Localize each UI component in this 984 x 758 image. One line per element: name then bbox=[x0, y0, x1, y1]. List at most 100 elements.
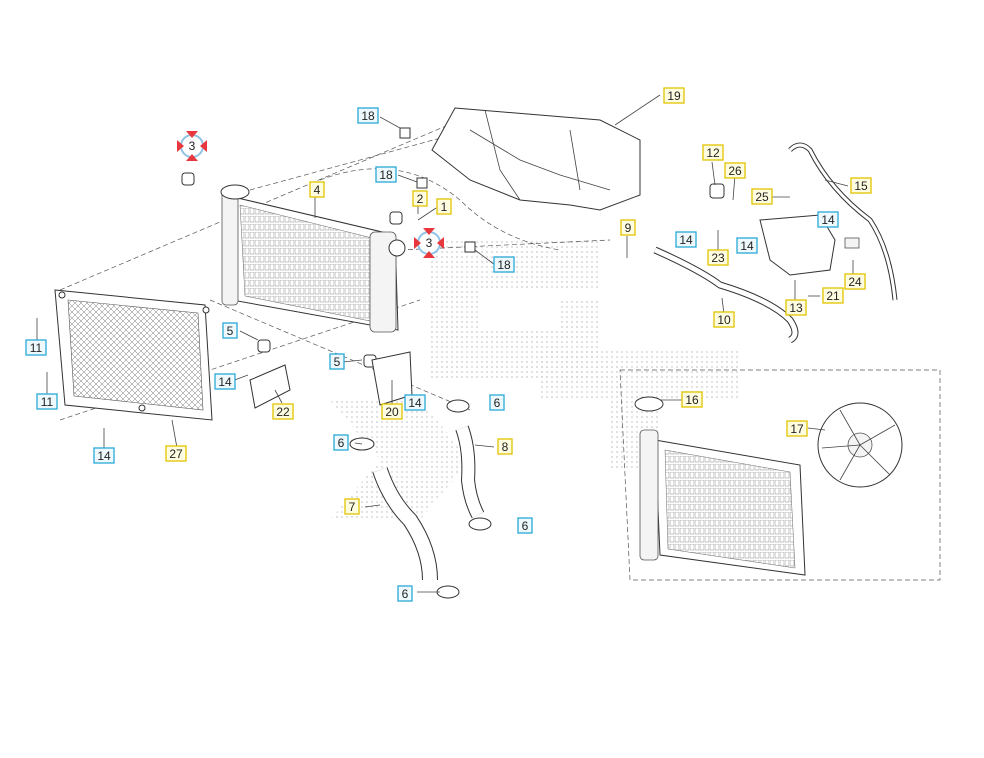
callout-yellow[interactable]: 20 bbox=[381, 403, 403, 420]
callout-box bbox=[497, 438, 513, 455]
callout-yellow[interactable]: 21 bbox=[822, 287, 844, 304]
callout-box bbox=[702, 144, 724, 161]
callout-cyan[interactable]: 14 bbox=[675, 231, 697, 248]
callout-yellow[interactable]: 19 bbox=[663, 87, 685, 104]
callout-yellow[interactable]: 2 bbox=[412, 190, 428, 207]
callout-yellow[interactable]: 9 bbox=[620, 219, 636, 236]
callout-box bbox=[93, 447, 115, 464]
hotspot-label: 3 bbox=[189, 139, 196, 153]
callout-number: 11 bbox=[41, 395, 54, 409]
callout-box bbox=[822, 287, 844, 304]
callout-box bbox=[344, 498, 360, 515]
upper-hose bbox=[455, 425, 485, 519]
callout-yellow[interactable]: 23 bbox=[707, 249, 729, 266]
callout-number: 21 bbox=[826, 289, 840, 303]
callout-cyan[interactable]: 14 bbox=[736, 237, 758, 254]
callout-box bbox=[25, 339, 47, 356]
callout-cyan[interactable]: 14 bbox=[817, 211, 839, 228]
callout-cyan[interactable]: 11 bbox=[36, 393, 58, 410]
callout-yellow[interactable]: 8 bbox=[497, 438, 513, 455]
callout-yellow[interactable]: 13 bbox=[785, 299, 807, 316]
callout-number: 25 bbox=[755, 190, 769, 204]
callout-cyan[interactable]: 6 bbox=[489, 394, 505, 411]
callout-number: 2 bbox=[417, 192, 424, 206]
hotspot-3-left[interactable]: 3 bbox=[177, 131, 207, 161]
callout-yellow[interactable]: 4 bbox=[309, 181, 325, 198]
callout-box bbox=[333, 434, 349, 451]
overflow-hose bbox=[653, 246, 799, 344]
callout-number: 5 bbox=[227, 324, 234, 338]
callout-yellow[interactable]: 1 bbox=[436, 198, 452, 215]
callout-cyan[interactable]: 11 bbox=[25, 339, 47, 356]
callout-number: 1 bbox=[441, 200, 448, 214]
callout-cyan[interactable]: 5 bbox=[329, 353, 345, 370]
callout-yellow[interactable]: 22 bbox=[272, 403, 294, 420]
assembled-view-inset bbox=[634, 396, 903, 576]
callout-number: 9 bbox=[625, 221, 632, 235]
radiator-core bbox=[220, 184, 406, 333]
callout-box bbox=[36, 393, 58, 410]
callout-number: 6 bbox=[522, 519, 529, 533]
callout-box bbox=[786, 420, 808, 437]
callout-cyan[interactable]: 6 bbox=[333, 434, 349, 451]
callout-number: 14 bbox=[821, 213, 835, 227]
callout-box bbox=[850, 177, 872, 194]
callout-cyan[interactable]: 6 bbox=[397, 585, 413, 602]
callout-number: 13 bbox=[789, 301, 803, 315]
callout-number: 8 bbox=[502, 440, 509, 454]
callout-yellow[interactable]: 7 bbox=[344, 498, 360, 515]
callout-yellow[interactable]: 17 bbox=[786, 420, 808, 437]
callout-number: 17 bbox=[790, 422, 804, 436]
callout-yellow[interactable]: 10 bbox=[713, 311, 735, 328]
callout-yellow[interactable]: 16 bbox=[681, 391, 703, 408]
callout-box bbox=[736, 237, 758, 254]
callout-number: 5 bbox=[334, 355, 341, 369]
callout-number: 23 bbox=[711, 251, 725, 265]
callout-cyan[interactable]: 6 bbox=[517, 517, 533, 534]
callout-cyan[interactable]: 18 bbox=[357, 107, 379, 124]
callout-box bbox=[412, 190, 428, 207]
callout-box bbox=[397, 585, 413, 602]
callout-box bbox=[404, 394, 426, 411]
callout-number: 26 bbox=[728, 164, 742, 178]
callout-cyan[interactable]: 14 bbox=[404, 394, 426, 411]
callout-yellow[interactable]: 12 bbox=[702, 144, 724, 161]
callout-number: 16 bbox=[685, 393, 699, 407]
hotspot-3-center[interactable]: 3 bbox=[414, 228, 444, 258]
callout-box bbox=[785, 299, 807, 316]
callout-box bbox=[436, 198, 452, 215]
callout-number: 14 bbox=[97, 449, 111, 463]
breather-hose bbox=[788, 142, 898, 301]
callout-box bbox=[844, 273, 866, 290]
callout-yellow[interactable]: 26 bbox=[724, 162, 746, 179]
hotspot-label: 3 bbox=[426, 236, 433, 250]
callout-number: 27 bbox=[169, 447, 183, 461]
callout-yellow[interactable]: 24 bbox=[844, 273, 866, 290]
callout-box bbox=[517, 517, 533, 534]
callout-number: 6 bbox=[402, 587, 409, 601]
callout-yellow[interactable]: 25 bbox=[751, 188, 773, 205]
callout-cyan[interactable]: 14 bbox=[93, 447, 115, 464]
callout-box bbox=[707, 249, 729, 266]
callout-number: 20 bbox=[385, 405, 399, 419]
callout-yellow[interactable]: 15 bbox=[850, 177, 872, 194]
callout-box bbox=[713, 311, 735, 328]
callout-cyan[interactable]: 14 bbox=[214, 373, 236, 390]
callout-box bbox=[375, 166, 397, 183]
callout-number: 18 bbox=[379, 168, 393, 182]
callout-yellow[interactable]: 27 bbox=[165, 445, 187, 462]
callout-box bbox=[489, 394, 505, 411]
callout-box bbox=[751, 188, 773, 205]
callout-box bbox=[620, 219, 636, 236]
callout-number: 10 bbox=[717, 313, 731, 327]
small-parts bbox=[181, 127, 725, 599]
callout-box bbox=[272, 403, 294, 420]
callout-cyan[interactable]: 18 bbox=[375, 166, 397, 183]
callout-number: 7 bbox=[349, 500, 356, 514]
callout-box bbox=[493, 256, 515, 273]
callout-cyan[interactable]: 18 bbox=[493, 256, 515, 273]
callout-number: 18 bbox=[497, 258, 511, 272]
callout-cyan[interactable]: 5 bbox=[222, 322, 238, 339]
